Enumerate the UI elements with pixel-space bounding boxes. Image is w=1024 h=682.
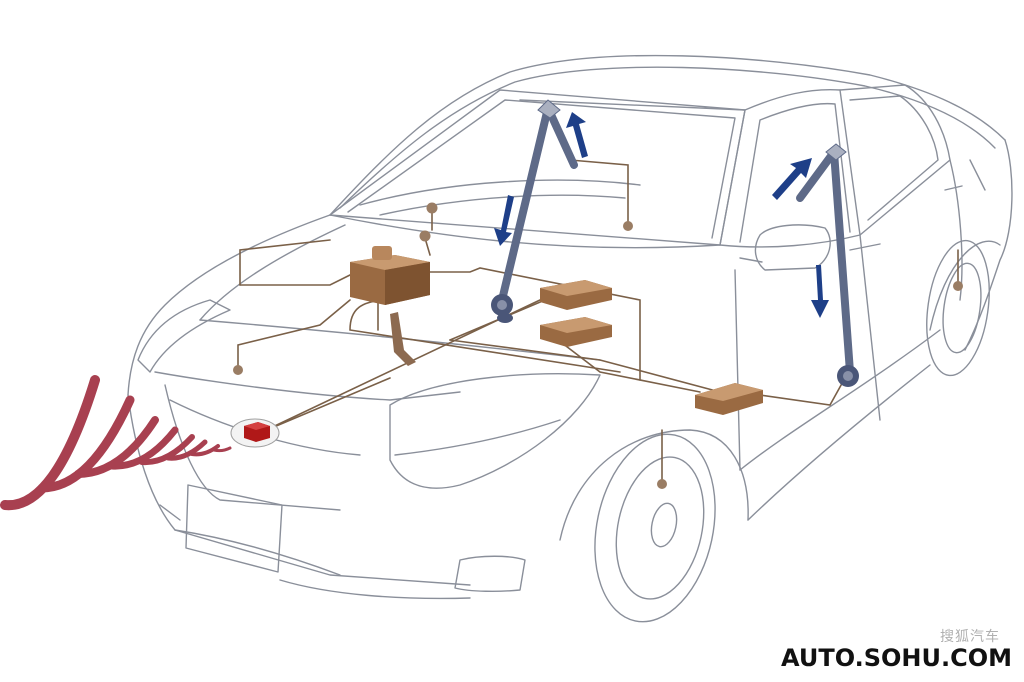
radar-sensor-icon: [230, 418, 280, 448]
junction-dot: [953, 281, 963, 291]
junction-dot: [426, 202, 438, 214]
control-unit-icon: [695, 383, 763, 415]
junction-dot: [419, 230, 431, 242]
seatbelt-pretensioner-icon: [796, 143, 859, 387]
seatbelt-pretensioner-icon: [491, 99, 578, 323]
wiring-harness: [237, 159, 959, 485]
car-body-outline: [127, 54, 1013, 623]
wiring-junction-dots: [233, 202, 963, 489]
radar-wave-icon: [0, 375, 232, 511]
watermark-brand-logo: AUTO.SOHU.COM: [781, 644, 1012, 672]
control-unit-icon: [540, 317, 612, 347]
control-unit-icon: [540, 280, 612, 310]
junction-dot: [657, 479, 667, 489]
control-unit-icon: [350, 246, 430, 366]
junction-dot: [623, 221, 633, 231]
watermark-chinese: 搜狐汽车: [940, 629, 1000, 645]
belt-direction-arrow-icon: [494, 112, 829, 318]
junction-dot: [233, 365, 243, 375]
